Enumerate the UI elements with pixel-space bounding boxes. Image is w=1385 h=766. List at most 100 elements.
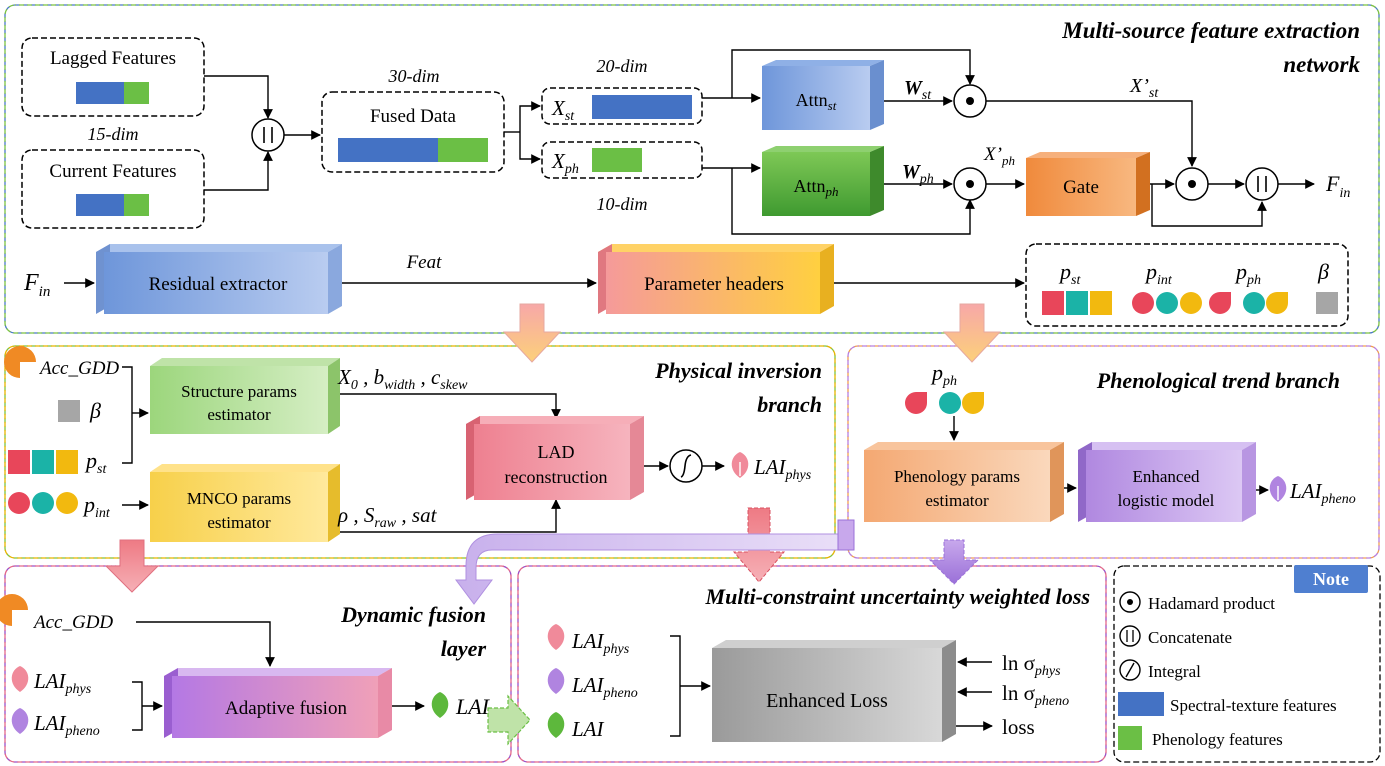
structure-top	[150, 358, 340, 366]
gate-top	[1026, 152, 1150, 158]
pph-pheno-yellow-drop	[962, 392, 984, 414]
xst-bypass-arrow	[731, 49, 975, 98]
pst-text: pst	[84, 448, 107, 477]
loss-lai-pheno-sub: pheno	[603, 686, 638, 701]
pint-text-main: p	[82, 492, 95, 517]
current-features-box	[21, 149, 205, 229]
mnco-block	[150, 472, 328, 542]
cskew-main: c	[431, 365, 441, 389]
down-arrow-to-physical	[502, 303, 562, 363]
fused-phenology-bar	[438, 138, 488, 162]
ln-phys-label: ln σphys	[1002, 651, 1061, 679]
pph-pheno-main: p	[930, 360, 943, 385]
attn-ph-side	[870, 146, 884, 216]
attn-st-label-sub: st	[828, 98, 837, 113]
logistic-side	[1242, 442, 1256, 522]
ln-phys-main: ln σ	[1002, 651, 1035, 675]
param-top	[598, 244, 834, 252]
extraction-title-line2: network	[1283, 52, 1360, 77]
hadamard-ph-dot	[966, 180, 974, 188]
pph-yellow-drop	[1266, 292, 1288, 314]
lai-pheno-label: LAIpheno	[1289, 479, 1356, 507]
loss-region-border-pink	[517, 565, 1107, 763]
xprime-st-label-main: X’	[1129, 75, 1149, 97]
integral-icon	[669, 449, 703, 483]
current-to-concat-arrow	[204, 151, 273, 191]
fusion-lai-phys-sub: phys	[65, 682, 92, 697]
phenology-label-line1: Phenology params	[894, 467, 1020, 486]
concat-icon	[251, 118, 285, 152]
loss-leaf-lai-icon	[547, 712, 565, 738]
xph-label-main: X	[551, 149, 566, 173]
fusion-leaf-phys-icon	[11, 666, 29, 692]
structure-label-line1: Structure params	[181, 382, 297, 401]
fusion-leaf-out-icon	[431, 692, 449, 718]
fused-spectral-bar	[338, 138, 438, 162]
lai-phys-main: LAI	[753, 455, 787, 479]
fin-out-label-main: F	[1325, 171, 1340, 196]
attn-ph-label: Attnph	[793, 176, 838, 199]
xst-label: Xst	[551, 96, 575, 124]
physical-title-line1: Physical inversion	[654, 358, 822, 383]
split-to-xph-arrow	[519, 132, 541, 164]
pst-yellow-icon	[56, 450, 78, 474]
fusion-lai-out-label: LAI	[455, 694, 491, 719]
w-st-label: Wst	[904, 77, 932, 103]
lad-side	[630, 416, 644, 500]
fin-out-label-sub: in	[1339, 186, 1350, 201]
pipe-arrow-to-fusion	[455, 519, 855, 605]
xph-label: Xph	[551, 149, 579, 177]
adaptive-side	[378, 668, 392, 738]
mnco-side	[328, 464, 340, 542]
fin-in-label-sub: in	[39, 284, 51, 300]
attn-st-top	[762, 60, 884, 66]
hadamard-out-dot	[1188, 180, 1196, 188]
param-block	[606, 252, 820, 314]
loss-top	[712, 640, 956, 648]
lagged-features-box	[21, 37, 205, 117]
ln-phys-sub: phys	[1034, 664, 1061, 679]
note-integral-label: Integral	[1148, 662, 1201, 681]
attn-ph-label-sub: ph	[825, 184, 839, 199]
xprime-ph-label: X’ph	[983, 144, 1015, 168]
attn-ph-top	[762, 146, 884, 152]
gate-block	[1026, 158, 1136, 216]
note-header	[1294, 565, 1368, 593]
fusion-acc-gdd-icon	[0, 594, 28, 626]
lagged-spectral-bar	[76, 82, 124, 104]
loss-lai-pheno-main: LAI	[571, 673, 605, 697]
x0-comma: ,	[358, 365, 374, 389]
pst-teal-icon	[32, 450, 54, 474]
logistic-label-line1: Enhanced	[1132, 467, 1200, 486]
w-ph-label: Wph	[902, 161, 934, 187]
xprime-st-arrow	[986, 100, 1197, 167]
loss-title: Multi-constraint uncertainty weighted lo…	[705, 584, 1090, 609]
note-integral-slash	[1125, 662, 1135, 678]
physical-title-line2: branch	[757, 392, 822, 417]
w-ph-label-main: W	[902, 161, 921, 183]
xprime-st-label: X’st	[1129, 75, 1159, 101]
phenology-block	[864, 450, 1050, 522]
lai-phys-label: LAIphys	[753, 455, 812, 483]
structure-label-line2: estimator	[207, 405, 271, 424]
beta-text: β	[89, 398, 101, 423]
sat-main: sat	[412, 503, 438, 527]
current-features-label: Current Features	[49, 161, 176, 182]
note-concat-label: Concatenate	[1148, 628, 1232, 647]
note-spectral-label: Spectral-texture features	[1170, 696, 1337, 715]
fusion-lai-phys-main: LAI	[33, 669, 67, 693]
fused-data-label: Fused Data	[370, 106, 457, 127]
rho-main: ρ	[337, 503, 348, 527]
sraw-comma: ,	[396, 503, 412, 527]
xph-phenology-bar	[592, 148, 642, 172]
hadamard-st-dot	[966, 97, 974, 105]
loss-lai-phys-main: LAI	[571, 629, 605, 653]
pint-text: pint	[82, 492, 111, 521]
fusion-lai-pheno-sub: pheno	[65, 724, 100, 739]
loss-label: Enhanced Loss	[766, 690, 888, 712]
phenological-title: Phenological trend branch	[1096, 368, 1340, 393]
param-side	[820, 244, 834, 314]
phenology-label-line2: estimator	[925, 491, 989, 510]
